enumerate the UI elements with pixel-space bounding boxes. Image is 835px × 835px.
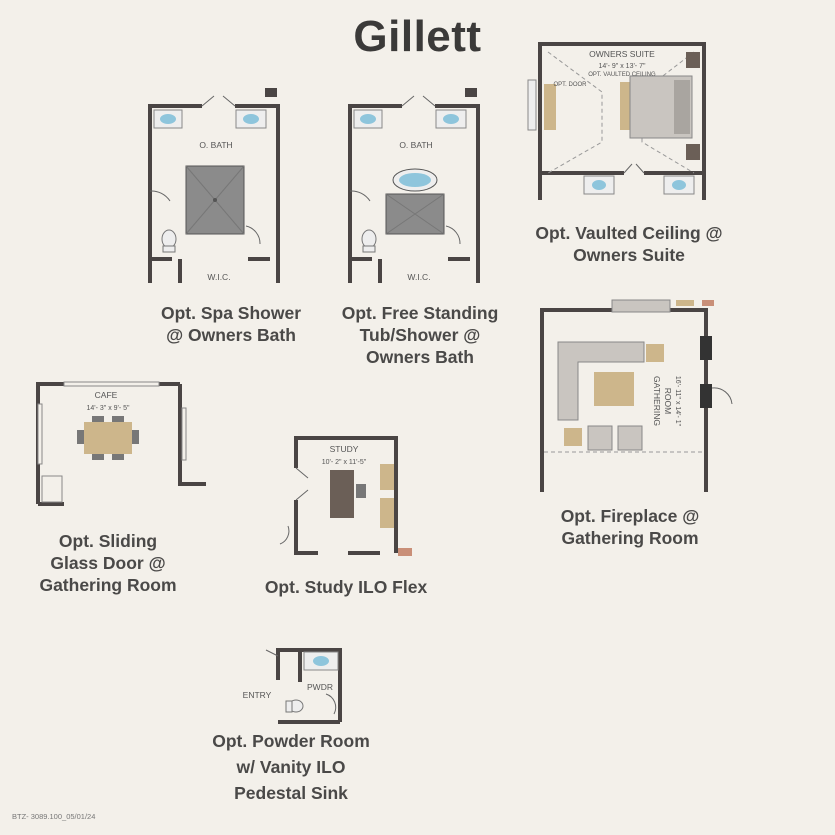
floorplan-fireplace: GATHERING ROOM 16'- 11" x 14'- 1" <box>540 299 733 492</box>
room-label-cafe: CAFE <box>95 390 118 400</box>
room-label-owners-suite: OWNERS SUITE <box>589 49 655 59</box>
room-label-o-bath: O. BATH <box>399 140 432 150</box>
footer-code: BTZ- 3089.100_05/01/24 <box>12 812 96 821</box>
room-label-pwdr: PWDR <box>307 682 333 692</box>
caption-sliding-glass-door: Opt. Sliding Glass Door @ Gathering Room <box>39 531 177 595</box>
room-label-o-bath: O. BATH <box>199 140 232 150</box>
ceiling-note: OPT. VAULTED CEILING <box>588 72 656 78</box>
floorplan-vaulted-ceiling: OWNERS SUITE 14'- 9" x 13'- 7" OPT. VAUL… <box>527 42 706 200</box>
floorplan-spa-shower: O. BATH W.I.C. <box>148 88 280 283</box>
room-label-gathering: GATHERING <box>652 376 662 426</box>
floorplan-study: STUDY 10'- 2" x 11'-5" <box>279 436 412 556</box>
caption-fireplace: Opt. Fireplace @ Gathering Room <box>560 506 700 548</box>
room-label-wic: W.I.C. <box>207 272 230 282</box>
caption-study: Opt. Study ILO Flex <box>264 577 428 597</box>
room-dimensions: 14'- 9" x 13'- 7" <box>599 63 646 70</box>
room-label-entry: ENTRY <box>243 690 272 700</box>
door-note: OPT. DOOR <box>553 82 587 88</box>
room-label-room: ROOM <box>663 388 673 414</box>
room-label-study: STUDY <box>330 444 359 454</box>
floorplan-free-standing-tub: O. BATH W.I.C. <box>348 88 480 283</box>
caption-spa-shower: Opt. Spa Shower @ Owners Bath <box>160 303 302 345</box>
room-label-wic: W.I.C. <box>407 272 430 282</box>
plan-title: Gillett <box>353 12 482 61</box>
caption-free-standing-tub: Opt. Free Standing Tub/Shower @ Owners B… <box>341 303 499 367</box>
caption-vaulted-ceiling: Opt. Vaulted Ceiling @ Owners Suite <box>535 223 723 265</box>
floorplan-sliding-glass-door: CAFE 14'- 3" x 9'- 5" <box>36 381 206 506</box>
caption-powder-room: Opt. Powder Room w/ Vanity ILO Pedestal … <box>212 731 370 803</box>
room-dimensions: 10'- 2" x 11'-5" <box>322 459 367 466</box>
room-dimensions: 14'- 3" x 9'- 5" <box>86 405 130 412</box>
room-dimensions: 16'- 11" x 14'- 1" <box>674 376 681 427</box>
floorplan-powder-room: ENTRY PWDR <box>243 648 342 724</box>
